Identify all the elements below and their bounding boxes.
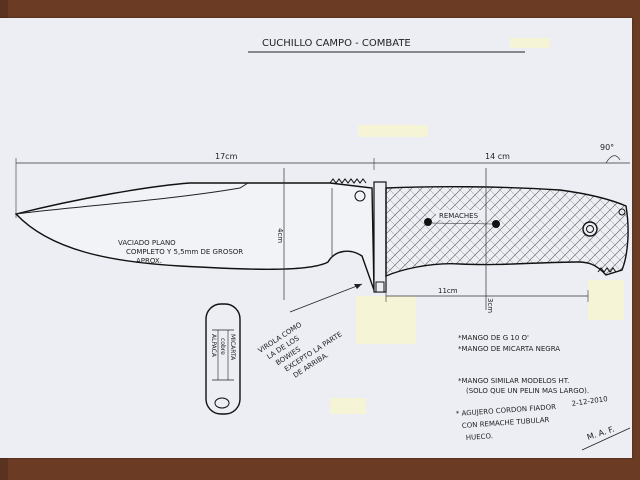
handle-width-label: 3cm <box>486 298 494 313</box>
blade-note-1: VACIADO PLANO <box>118 239 176 247</box>
signature: M. A. F. <box>586 425 616 442</box>
rivets-label: REMACHES <box>439 212 479 220</box>
tape-strip <box>356 296 416 344</box>
blade-note-2: COMPLETO Y 5,5mm DE GROSOR <box>126 248 243 256</box>
rivet-2 <box>492 220 500 228</box>
lanyard-tube <box>582 221 598 237</box>
note-3: *MANGO SIMILAR MODELOS HT. <box>458 377 569 385</box>
blade-note-3: APROX. <box>136 257 162 265</box>
rivet-1 <box>424 218 432 226</box>
ferrule-hole <box>214 397 230 409</box>
lanyard-hole-small <box>618 208 626 216</box>
guard-tip <box>375 281 385 293</box>
title-text: CUCHILLO CAMPO - COMBATE <box>262 38 411 49</box>
note-4: (SOLO QUE UN PELIN MAS LARGO). <box>466 387 589 395</box>
guard <box>373 181 387 293</box>
tape-strip <box>510 38 550 48</box>
blade-hole <box>354 190 366 202</box>
note-6: CON REMACHE TUBULAR <box>462 416 550 430</box>
handle-length-label: 14 cm <box>485 152 510 161</box>
ferrule-detail <box>205 303 241 415</box>
tape-strip <box>358 125 428 137</box>
ferrule-label-right: MICARTA <box>229 334 236 361</box>
angle-arc <box>605 155 621 164</box>
spine-serrations <box>329 178 367 184</box>
note-1: *MANGO DE G 10 O' <box>458 334 529 342</box>
handle-outline <box>385 185 629 278</box>
tape-strip <box>588 280 624 320</box>
blade-width-label: 4cm <box>276 228 284 243</box>
date-text: 2-12-2010 <box>571 395 608 408</box>
tape-strip <box>330 398 366 414</box>
ferrule-label-mid: cobre <box>219 338 226 355</box>
note-2: *MANGO DE MICARTA NEGRA <box>458 345 560 353</box>
angle-label: 90° <box>600 143 614 152</box>
blade-length-label: 17cm <box>215 152 238 161</box>
virola-arrow <box>289 283 363 313</box>
note-7: HUECO. <box>466 432 494 442</box>
ferrule-label-left: ALPACA <box>210 334 217 358</box>
blade-outline <box>14 182 375 291</box>
blade-grind-line <box>15 182 249 215</box>
handle-inner-label: 11cm <box>438 287 458 295</box>
